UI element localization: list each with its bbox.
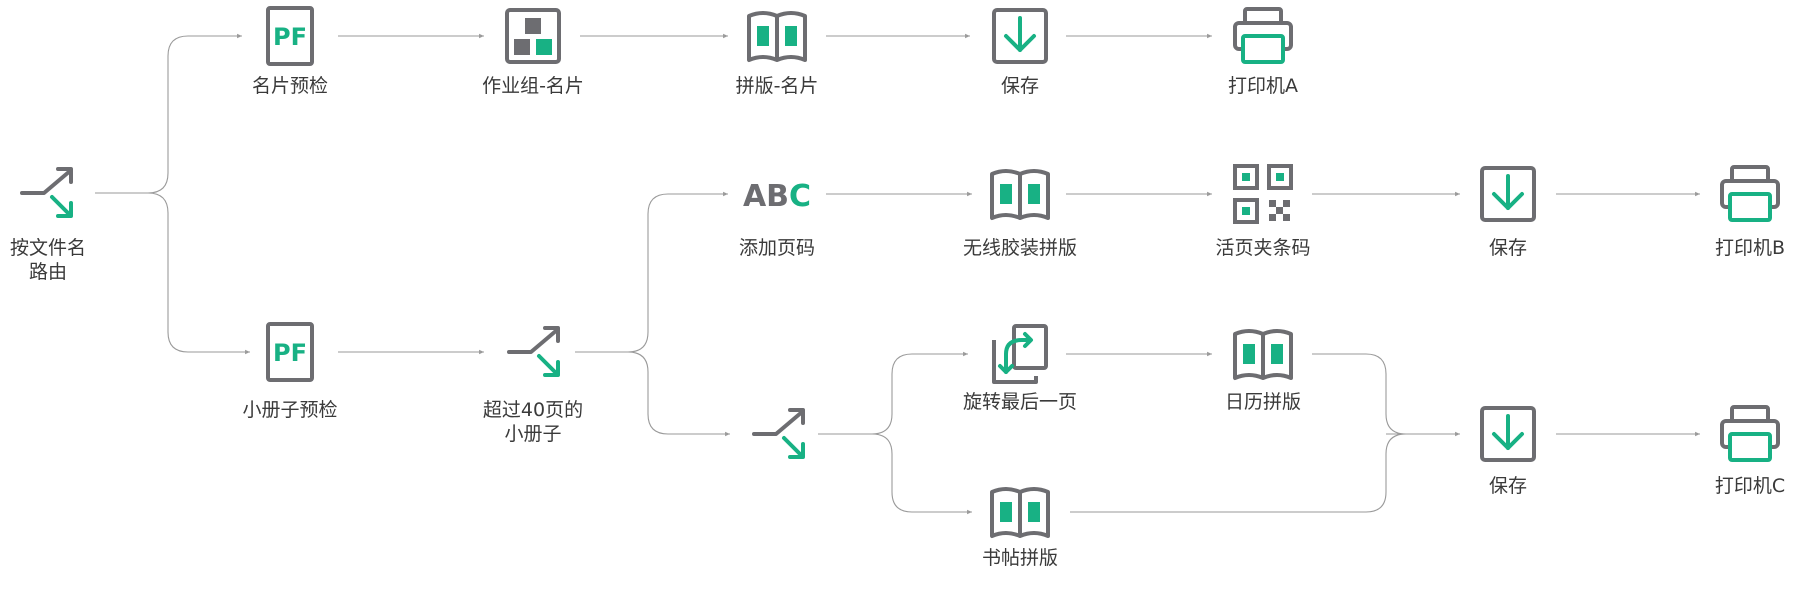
edge-over40-to-add-page-numbers (575, 191, 728, 353)
pdf-icon: PF (266, 6, 314, 66)
label-printer-c: 打印机C (1714, 475, 1786, 497)
edge-route-to-card-preflight (95, 33, 242, 194)
book-icon (747, 11, 807, 62)
label-signature-imposition: 书帖拼版 (981, 547, 1059, 569)
printer-icon (1720, 165, 1780, 222)
abc-icon-text-c: C (789, 179, 811, 214)
edge-split-to-signature (871, 433, 972, 515)
save-icon (992, 8, 1048, 64)
label-save-c: 保存 (1488, 475, 1528, 497)
printer-icon (1233, 7, 1293, 64)
label-rotate-last: 旋转最后一页 (962, 391, 1078, 413)
label-printer-a: 打印机A (1228, 75, 1298, 97)
label-route-by-name: 按文件名路由 (9, 237, 86, 283)
label-over40-router: 超过40页的小册子 (482, 399, 584, 445)
book-icon (1233, 329, 1293, 380)
router-icon (20, 167, 73, 218)
edge-split-to-rotate (818, 351, 968, 435)
label-printer-b: 打印机B (1714, 237, 1786, 259)
qr-code-icon (1233, 164, 1293, 224)
pdf-icon-text: PF (273, 339, 307, 367)
label-card-imposition: 拼版-名片 (735, 75, 819, 97)
label-card-save: 保存 (1000, 75, 1040, 97)
router-icon (507, 326, 560, 377)
connectors (95, 33, 1700, 515)
pdf-icon-text: PF (273, 23, 307, 51)
label-booklet-preflight: 小册子预检 (242, 399, 338, 421)
abc-icon-text: ABC (743, 179, 811, 214)
printer-icon (1720, 405, 1780, 462)
abc-icon: ABC (743, 179, 811, 214)
abc-icon-text-ab: AB (743, 179, 789, 214)
edge-route-to-booklet-preflight (147, 192, 250, 355)
edge-signature-to-save-c (1070, 433, 1407, 513)
label-save-b: 保存 (1488, 237, 1528, 259)
label-card-jobgroup: 作业组-名片 (482, 75, 584, 97)
job-group-icon (505, 8, 561, 64)
save-icon (1480, 166, 1536, 222)
edge-calendar-to-save-c (1312, 353, 1407, 435)
label-add-page-numbers: 添加页码 (738, 237, 816, 259)
save-icon (1480, 406, 1536, 462)
label-perfect-bind: 无线胶装拼版 (962, 237, 1078, 259)
edge-over40-to-split-router (627, 351, 730, 437)
label-loose-leaf-barcode: 活页夹条码 (1215, 237, 1311, 259)
router-icon (752, 408, 805, 459)
rotate-icon (992, 324, 1048, 384)
label-card-preflight: 名片预检 (251, 75, 329, 97)
book-icon (990, 487, 1050, 538)
book-icon (990, 169, 1050, 220)
label-calendar-imposition: 日历拼版 (1224, 391, 1302, 413)
pdf-icon: PF (266, 322, 314, 382)
